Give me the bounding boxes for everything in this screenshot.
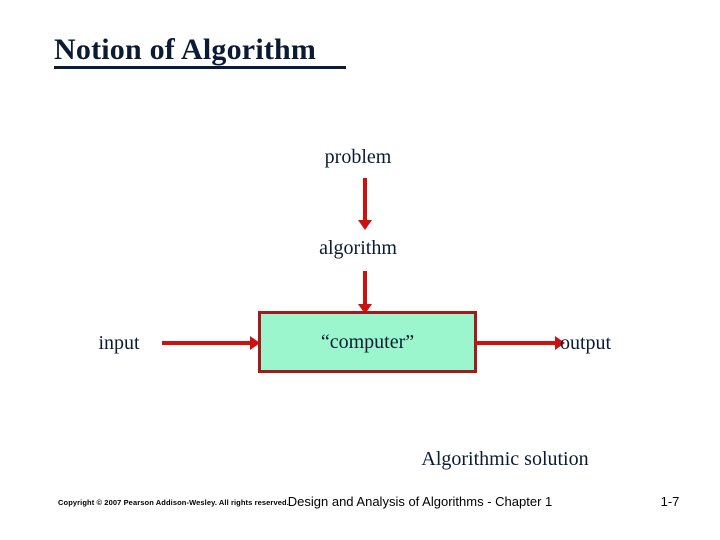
page-title: Notion of Algorithm	[54, 33, 317, 66]
title-underline	[54, 66, 346, 69]
diagram-node-computer-box: “computer”	[258, 311, 477, 373]
diagram-node-input: input	[98, 332, 140, 354]
arrow-computer-to-output-icon	[475, 336, 565, 350]
diagram-node-output: output	[560, 332, 612, 354]
diagram-caption: Algorithmic solution	[421, 448, 589, 470]
diagram-node-problem: problem	[324, 146, 392, 168]
footer-course-title: Design and Analysis of Algorithms - Chap…	[287, 494, 553, 509]
footer-page-number: 1-7	[660, 494, 680, 509]
diagram-node-computer-label: “computer”	[320, 331, 415, 353]
arrow-algorithm-to-computer-icon	[358, 271, 372, 315]
arrow-input-to-computer-icon	[162, 336, 260, 350]
footer-copyright: Copyright © 2007 Pearson Addison-Wesley.…	[58, 498, 289, 507]
diagram-node-algorithm: algorithm	[319, 237, 397, 259]
arrow-problem-to-algorithm-icon	[358, 178, 372, 230]
